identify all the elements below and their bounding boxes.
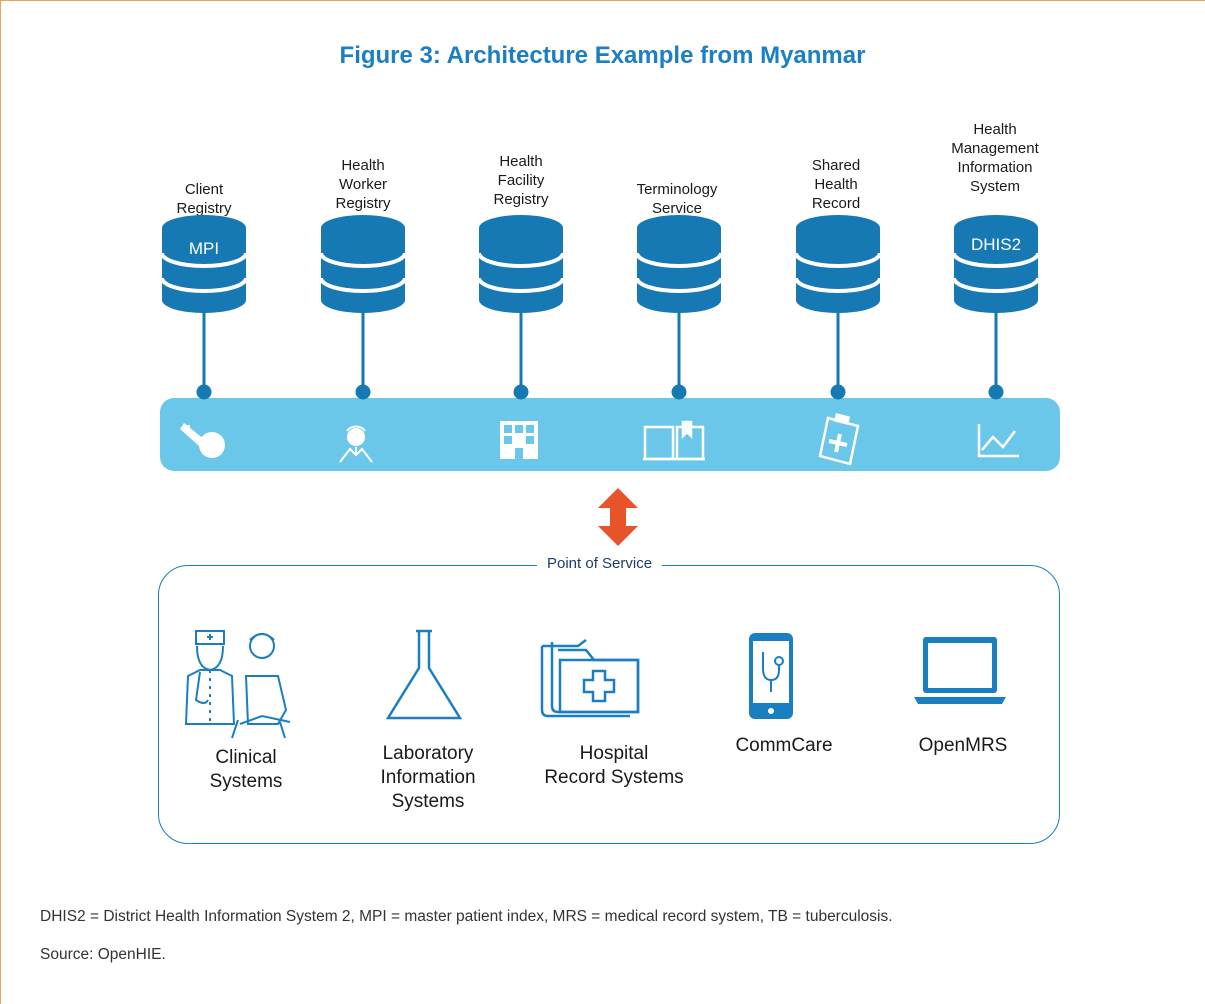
clipboard-cross-icon bbox=[818, 413, 860, 466]
registry-label-hmis: Health Management Information System bbox=[951, 121, 1039, 195]
pos-item-hospital-record-systems: Hospital Record Systems bbox=[544, 743, 684, 788]
registry-label-shared-health-record: Shared Health Record bbox=[811, 157, 861, 212]
folder-cross-icon bbox=[540, 639, 640, 718]
pos-item-commcare: CommCare bbox=[735, 735, 833, 756]
footnote-source: Source: OpenHIE. bbox=[40, 946, 166, 963]
registry-label-health-facility: Health Facility Registry bbox=[493, 153, 549, 208]
pos-item-clinical-systems: Clinical Systems bbox=[209, 747, 283, 792]
db-label-mpi: MPI bbox=[189, 239, 219, 258]
registry-label-health-worker: Health Worker Registry bbox=[335, 157, 391, 212]
interoperability-layer-bar bbox=[160, 398, 1060, 471]
point-of-service-label: Point of Service bbox=[537, 555, 663, 572]
health-worker-icon bbox=[339, 425, 373, 463]
doctor-patient-icon bbox=[184, 630, 291, 739]
database-hmis bbox=[952, 213, 1040, 315]
book-icon bbox=[643, 420, 705, 461]
database-terminology-service bbox=[635, 213, 723, 315]
figure-title: Figure 3: Architecture Example from Myan… bbox=[339, 42, 866, 69]
registry-label-client: Client Registry bbox=[176, 181, 232, 217]
pos-item-laboratory-information-systems: Laboratory Information Systems bbox=[380, 743, 476, 812]
db-label-dhis2: DHIS2 bbox=[971, 235, 1021, 254]
exchange-arrow bbox=[598, 488, 638, 546]
point-of-service-box bbox=[158, 565, 1060, 844]
phone-stethoscope-icon bbox=[749, 633, 793, 719]
database-health-facility-registry bbox=[477, 213, 565, 315]
line-chart-icon bbox=[977, 424, 1019, 458]
key-icon bbox=[180, 423, 225, 458]
footnote-abbreviations: DHIS2 = District Health Information Syst… bbox=[40, 908, 893, 925]
registry-label-terminology: Terminology Service bbox=[636, 181, 718, 217]
pos-item-openmrs: OpenMRS bbox=[918, 735, 1008, 756]
database-shared-health-record bbox=[794, 213, 882, 315]
database-health-worker-registry bbox=[319, 213, 407, 315]
laptop-icon bbox=[914, 637, 1006, 704]
building-icon bbox=[500, 421, 538, 459]
flask-icon bbox=[385, 629, 463, 720]
database-client-registry bbox=[160, 213, 248, 315]
